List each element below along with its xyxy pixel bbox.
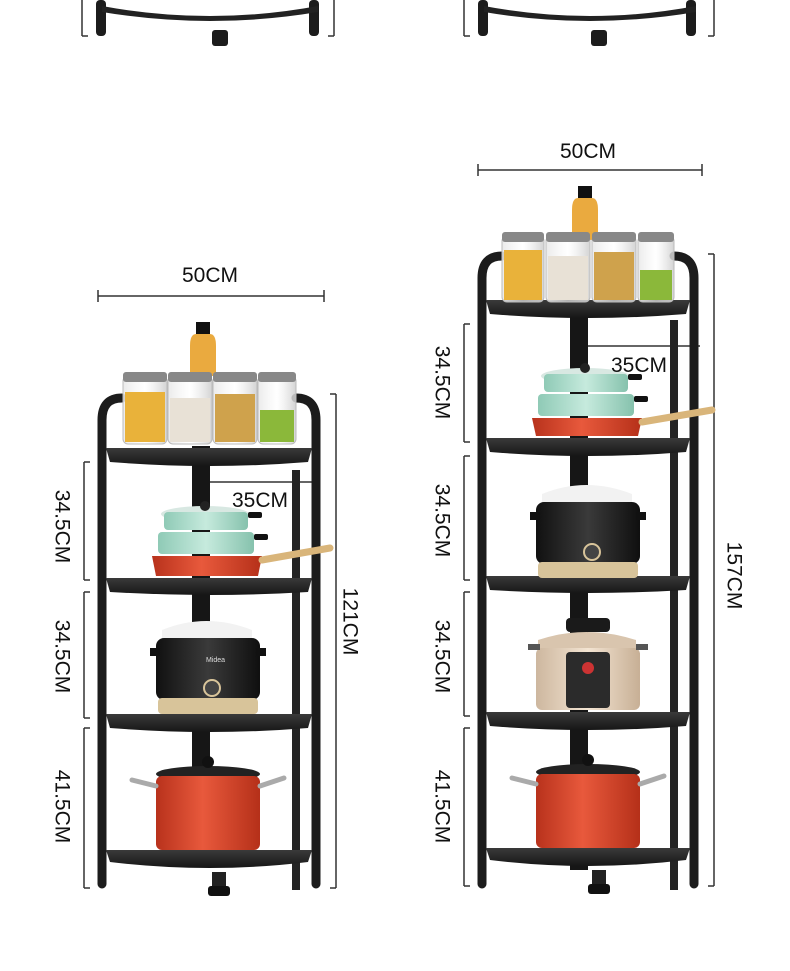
rice-cooker-icon: Midea xyxy=(150,621,266,714)
right-depth-label: 35CM xyxy=(611,354,668,377)
right-height-label: 157CM xyxy=(722,541,746,610)
left-width-dimension-line xyxy=(97,290,325,302)
spice-jar-icon xyxy=(122,322,297,445)
right-depth-dimension-line xyxy=(579,324,700,347)
pressure-cooker-icon xyxy=(528,618,648,710)
left-height-dimension-line xyxy=(330,393,337,889)
right-gap-label-1: 34.5CM xyxy=(430,345,454,420)
left-rack: Midea xyxy=(83,290,337,896)
left-depth-label: 35CM xyxy=(232,489,289,512)
left-gap-label-2: 34.5CM xyxy=(50,619,74,694)
right-gap-label-2: 34.5CM xyxy=(430,483,454,558)
pan-stack-icon xyxy=(152,501,334,576)
left-gap-label-1: 34.5CM xyxy=(50,489,74,564)
left-gap-label-3: 41.5CM xyxy=(50,769,74,844)
cropped-rack-top-right xyxy=(463,0,715,46)
appliance-brand-label: Midea xyxy=(206,657,225,664)
right-width-label: 50CM xyxy=(560,140,617,163)
rice-cooker-icon xyxy=(530,485,646,578)
right-height-dimension-line xyxy=(708,253,715,887)
left-shelves xyxy=(106,448,312,868)
oil-bottle-icon xyxy=(572,186,598,240)
right-shelves xyxy=(486,300,690,866)
spice-jar-icon xyxy=(501,232,675,303)
right-rack xyxy=(463,164,716,894)
pan-stack-icon xyxy=(532,363,716,436)
right-gap-dimension-lines xyxy=(463,323,470,887)
left-height-label: 121CM xyxy=(338,587,362,656)
right-width-dimension-line xyxy=(477,164,703,176)
stock-pot-icon xyxy=(509,754,667,848)
left-width-label: 50CM xyxy=(182,264,239,287)
left-gap-dimension-lines xyxy=(83,461,90,889)
stock-pot-icon xyxy=(129,756,287,850)
right-gap-label-3: 34.5CM xyxy=(430,619,454,694)
cropped-rack-top-left xyxy=(81,0,335,46)
right-gap-label-4: 41.5CM xyxy=(430,769,454,844)
